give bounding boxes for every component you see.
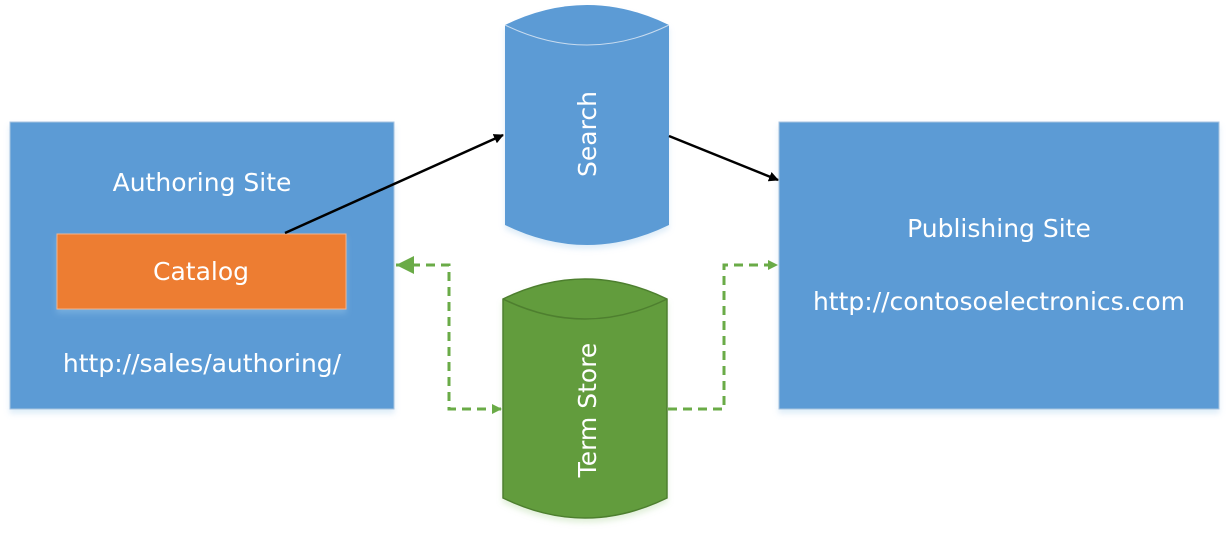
term-store-cylinder bbox=[502, 278, 668, 519]
authoring-site-url: http://sales/authoring/ bbox=[63, 349, 342, 378]
term-store-node[interactable]: Term Store bbox=[502, 278, 668, 519]
connector-termstore-publishing bbox=[668, 260, 778, 411]
search-cylinder bbox=[505, 5, 669, 245]
publishing-site-title: Publishing Site bbox=[907, 214, 1091, 243]
search-cylinder-top-edge bbox=[504, 24, 670, 46]
arrow-search-to-publishing bbox=[668, 134, 779, 182]
catalog-box bbox=[56, 233, 347, 310]
search-label: Search bbox=[573, 91, 602, 177]
publishing-site-box bbox=[778, 121, 1220, 410]
connector-termstore-authoring bbox=[396, 263, 502, 414]
arrowhead-to-authoring bbox=[396, 256, 414, 274]
term-store-cylinder-top-edge bbox=[502, 298, 668, 320]
publishing-site-url: http://contosoelectronics.com bbox=[813, 287, 1185, 316]
authoring-site-node[interactable]: Authoring Site Catalog http://sales/auth… bbox=[9, 121, 395, 410]
arrow-catalog-to-search bbox=[284, 133, 504, 235]
publishing-site-node[interactable]: Publishing Site http://contosoelectronic… bbox=[778, 121, 1220, 410]
search-node[interactable]: Search bbox=[504, 5, 670, 245]
catalog-label: Catalog bbox=[153, 257, 249, 286]
catalog-node[interactable]: Catalog bbox=[56, 233, 347, 310]
authoring-site-title: Authoring Site bbox=[113, 168, 292, 197]
term-store-label: Term Store bbox=[573, 343, 602, 479]
